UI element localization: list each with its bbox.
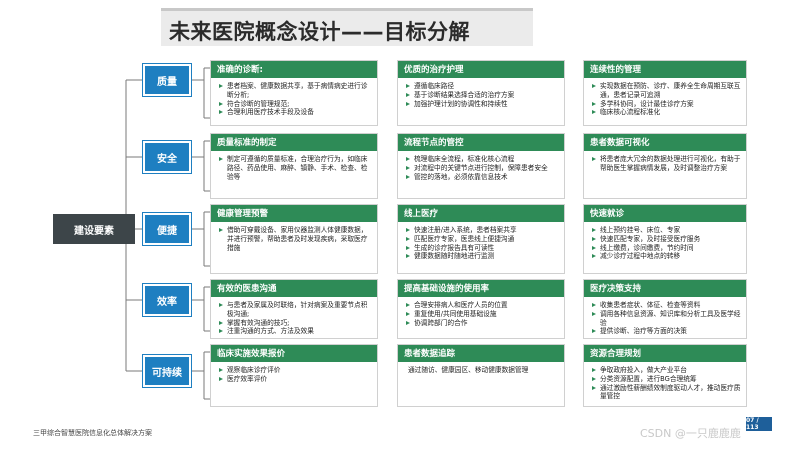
card-title: 患者数据追踪 [398,345,564,362]
watermark: CSDN @一只鹿鹿鹿 [640,427,741,440]
bullet-item: 匹配医疗专家，医患线上便捷沟通 [406,235,560,244]
card-clinical-evaluation: 临床实施效果报价 观察临床诊疗评价 医疗效率评价 [210,344,378,407]
bullet-item: 实现数据在预防、诊疗、康养全生命周期互联互通，患者记录可追溯 [592,82,742,100]
card-title: 线上医疗 [398,205,564,222]
bullet-item: 管控的落地，必须依靠信息技术 [406,173,560,182]
card-doctor-patient-communication: 有效的医患沟通 与患者及家属及时联络，针对病案及重要节点积极沟通; 掌握有效沟通… [210,279,378,339]
bullet-item: 通过激励性薪酬绩效制度驱动人才，推动医疗质量管控 [592,384,742,402]
bullet-item: 快速注册/进入系统，患者档案共享 [406,226,560,235]
footer-text: 三甲综合智慧医院信息化总体解决方案 [33,429,152,437]
bullet-item: 线上预约挂号、床位、专家 [592,226,742,235]
card-resource-planning: 资源合理规划 争取政府投入，做大产业平台 分类资源配置，进行BG合理统筹 通过激… [583,344,747,407]
bullet-item: 减少诊疗过程中地点的转移 [592,252,742,261]
bullet-item: 生成的诊疗报告具有可读性 [406,244,560,253]
page-number: 07 / 113 [746,417,772,431]
bullet-item: 合理安排病人和医疗人员的位置 [406,301,560,310]
bullet-item: 注重沟通的方式、方法及效果 [219,327,373,336]
card-fast-visit: 快速就诊 线上预约挂号、床位、专家 快速匹配专家，及时接受医疗服务 线上缴费，诊… [583,204,747,274]
card-title: 临床实施效果报价 [211,345,377,362]
bullet-item: 提供诊断、治疗等方面的决策 [592,327,742,336]
card-data-visualization: 患者数据可视化 将患者庞大冗余的数据处理进行可视化，有助于帮助医生掌握病情发展，… [583,133,747,199]
card-title: 准确的诊断: [211,61,377,78]
card-title: 患者数据可视化 [584,134,746,151]
root-node: 建设要素 [53,214,135,244]
card-decision-support: 医疗决策支持 收集患者症状、体征、检查等资料 调用各种信息资源、知识库和分析工具… [583,279,747,339]
bullet-item: 梳理临床全流程，标准化核心流程 [406,155,560,164]
card-health-alert: 健康管理预警 借助可穿戴设备、家用仪器监测人体健康数据，并进行预警，帮助患者及时… [210,204,378,274]
bullet-item: 争取政府投入，做大产业平台 [592,366,742,375]
bullet-item: 基于诊断结果选择合适的治疗方案 [406,91,560,100]
bullet-item: 调用各种信息资源、知识库和分析工具及医学经验 [592,310,742,328]
bullet-item: 分类资源配置，进行BG合理统筹 [592,375,742,384]
bullet-item: 对流程中的关键节点进行控制，保障患者安全 [406,164,560,173]
bullet-item: 收集患者症状、体征、检查等资料 [592,301,742,310]
bullet-item: 掌握有效沟通的技巧; [219,319,373,328]
category-efficiency: 效率 [142,283,192,317]
card-title: 质量标准的制定 [211,134,377,151]
card-title: 医疗决策支持 [584,280,746,297]
card-accurate-diagnosis: 准确的诊断: 患者档案、健康数据共享，基于病情病史进行诊断分析; 符合诊断的管理… [210,60,378,126]
bullet-item: 合理利用医疗技术手段及设备 [219,108,373,117]
bullet-item: 多学科协同，设计最佳诊疗方案 [592,100,742,109]
bullet-item: 制定可遵循的质量标准，合理治疗行为，如临床路径、药品使用、麻醉、镇静、手术、检查… [219,155,373,181]
card-infrastructure-usage: 提高基础设施的使用率 合理安排病人和医疗人员的位置 重复使用/共同使用基础设施 … [397,279,565,339]
bullet-item: 加强护理计划的协调性和持续性 [406,100,560,109]
category-sustainability: 可持续 [142,354,192,388]
bullet-item: 临床核心流程标准化 [592,108,742,117]
page-title: 未来医院概念设计——目标分解 [169,20,470,44]
card-title: 健康管理预警 [211,205,377,222]
bullet-item: 符合诊断的管理规范; [219,100,373,109]
bullet-item: 线上缴费，诊间缴费，节约时间 [592,244,742,253]
bullet-item: 借助可穿戴设备、家用仪器监测人体健康数据，并进行预警，帮助患者及时发现疾病，采取… [219,226,373,252]
card-text: 通过随访、健康园区、移动健康数据管理 [408,366,529,374]
bullet-item: 协调跨部门的合作 [406,319,560,328]
title-bar: 未来医院概念设计——目标分解 [161,8,533,46]
bullet-item: 快速匹配专家，及时接受医疗服务 [592,235,742,244]
card-title: 连续性的管理 [584,61,746,78]
card-title: 提高基础设施的使用率 [398,280,564,297]
bullet-item: 与患者及家属及时联络，针对病案及重要节点积极沟通; [219,301,373,319]
category-safety: 安全 [142,140,192,174]
bullet-item: 观察临床诊疗评价 [219,366,373,375]
card-title: 快速就诊 [584,205,746,222]
card-process-control: 流程节点的管控 梳理临床全流程，标准化核心流程 对流程中的关键节点进行控制，保障… [397,133,565,199]
category-convenience: 便捷 [142,212,192,246]
card-treatment-care: 优质的治疗护理 遵循临床路径 基于诊断结果选择合适的治疗方案 加强护理计划的协调… [397,60,565,126]
card-title: 优质的治疗护理 [398,61,564,78]
card-title: 流程节点的管控 [398,134,564,151]
bullet-item: 遵循临床路径 [406,82,560,91]
card-title: 资源合理规划 [584,345,746,362]
bullet-item: 重复使用/共同使用基础设施 [406,310,560,319]
card-quality-standards: 质量标准的制定 制定可遵循的质量标准，合理治疗行为，如临床路径、药品使用、麻醉、… [210,133,378,199]
bullet-item: 将患者庞大冗余的数据处理进行可视化，有助于帮助医生掌握病情发展，及时调整治疗方案 [592,155,742,173]
bullet-item: 医疗效率评价 [219,375,373,384]
bullet-item: 健康数据随时随地进行监测 [406,252,560,261]
category-quality: 质量 [142,63,192,97]
bullet-item: 患者档案、健康数据共享，基于病情病史进行诊断分析; [219,82,373,100]
card-patient-tracking: 患者数据追踪 通过随访、健康园区、移动健康数据管理 [397,344,565,407]
card-continuous-management: 连续性的管理 实现数据在预防、诊疗、康养全生命周期互联互通，患者记录可追溯 多学… [583,60,747,126]
card-title: 有效的医患沟通 [211,280,377,297]
card-online-medical: 线上医疗 快速注册/进入系统，患者档案共享 匹配医疗专家，医患线上便捷沟通 生成… [397,204,565,274]
